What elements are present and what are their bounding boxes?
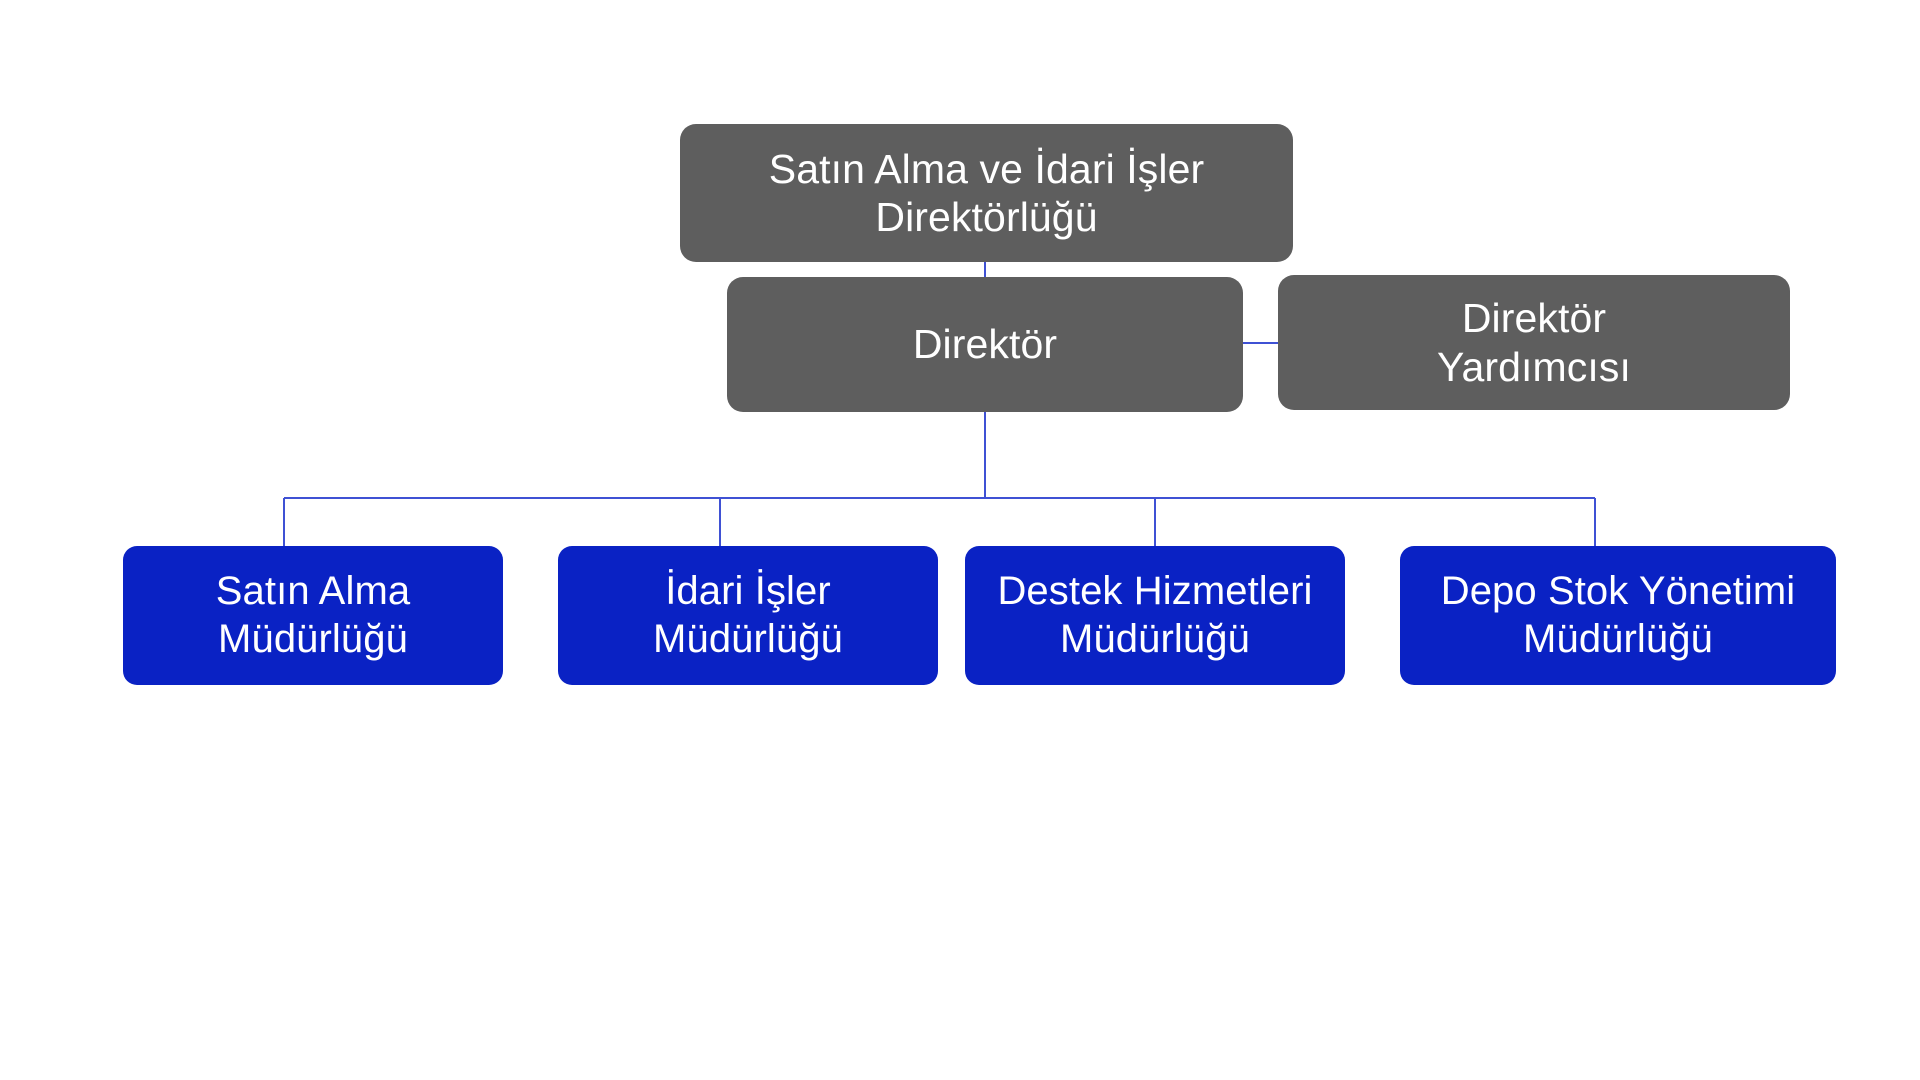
org-node-department-purchasing[interactable]: Satın Alma Müdürlüğü — [123, 546, 503, 685]
org-node-director[interactable]: Direktör — [727, 277, 1243, 412]
org-node-root[interactable]: Satın Alma ve İdari İşler Direktörlüğü — [680, 124, 1293, 262]
org-node-department-warehouse-stock-management[interactable]: Depo Stok Yönetimi Müdürlüğü — [1400, 546, 1836, 685]
org-node-deputy-director[interactable]: Direktör Yardımcısı — [1278, 275, 1790, 410]
org-node-department-administrative-affairs[interactable]: İdari İşler Müdürlüğü — [558, 546, 938, 685]
org-node-department-support-services[interactable]: Destek Hizmetleri Müdürlüğü — [965, 546, 1345, 685]
